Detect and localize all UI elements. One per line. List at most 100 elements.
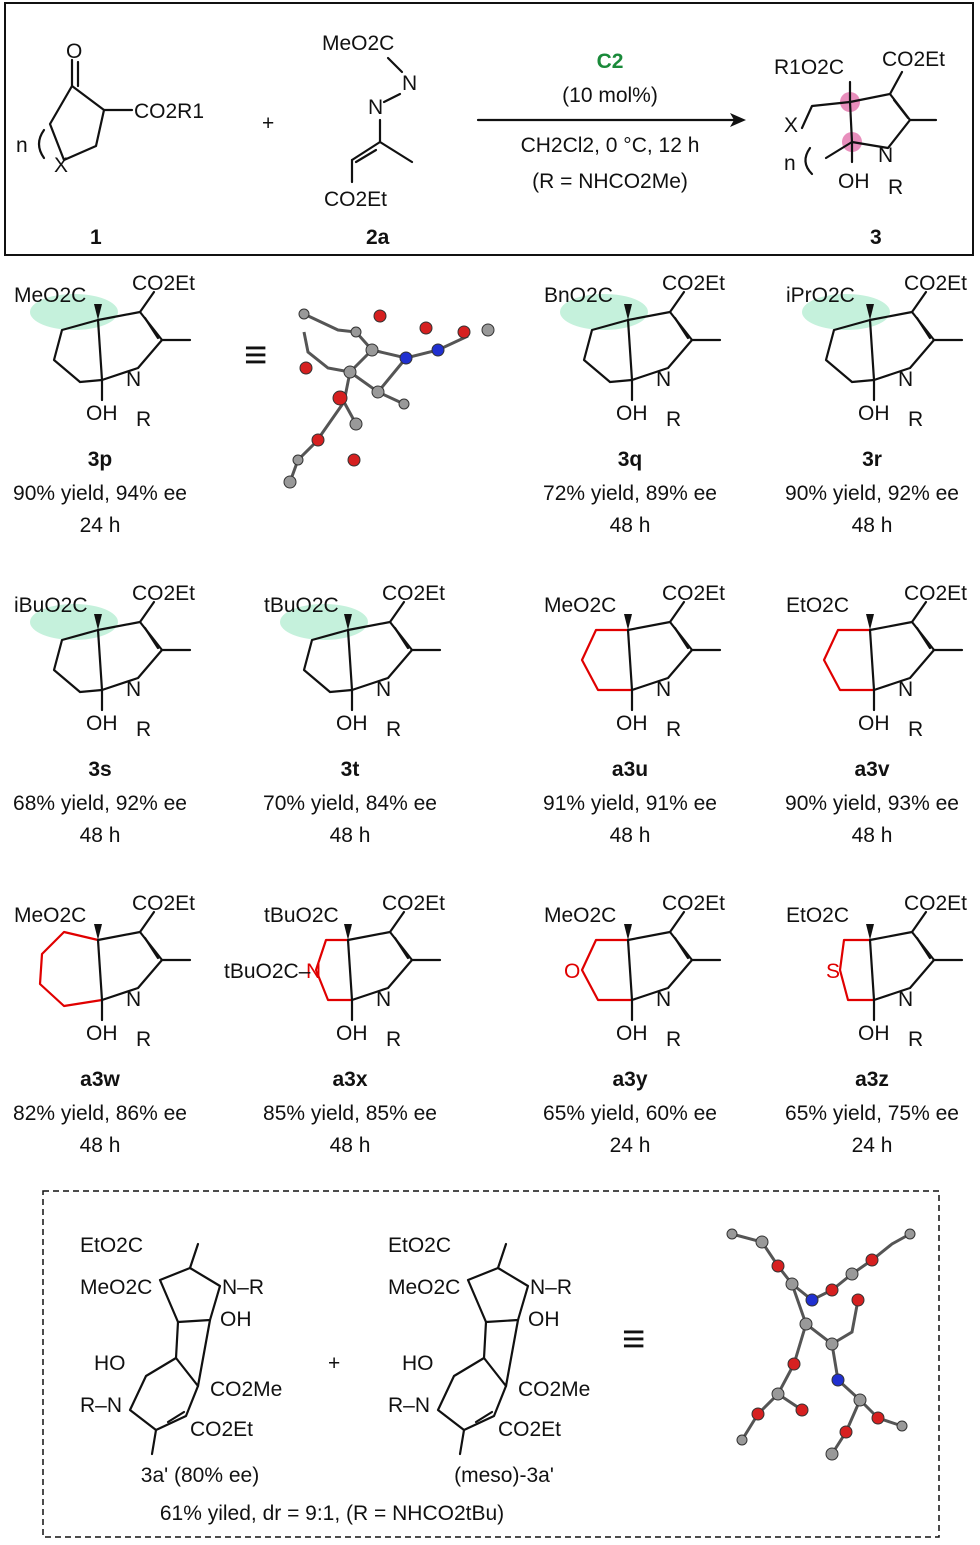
ring-nitrogen: N: [126, 368, 141, 391]
ethyl-ester: CO2Et: [382, 582, 445, 605]
starting-ketone: O n X CO2R1: [16, 40, 204, 177]
ethyl-ester: CO2Et: [382, 892, 445, 915]
ester-group: BnO2C: [544, 284, 613, 307]
reaction-conditions: CH2Cl2, 0 °C, 12 h: [521, 134, 700, 157]
reaction-scheme: O n X CO2R1 1 + MeO2C N N CO2Et 2a C2 (1…: [4, 2, 974, 256]
hydroxyl: OH: [858, 1022, 890, 1045]
yield-ee: 91% yield, 91% ee: [543, 792, 717, 815]
hydroxyl: OH: [86, 712, 118, 735]
ring-nitrogen-n: N: [306, 960, 321, 983]
r-group: R: [666, 718, 681, 741]
equivalence-sign-2: ≡: [622, 1317, 645, 1361]
dimer-co2me: CO2Me: [210, 1378, 282, 1401]
xray-structure-3p: [283, 308, 495, 489]
compound-label: 3t: [341, 758, 360, 781]
hydroxyl: OH: [336, 1022, 368, 1045]
compound-label: 3q: [618, 448, 643, 471]
ester-group: iBuO2C: [14, 594, 88, 617]
dimer-summary: 61% yiled, dr = 9:1, (R = NHCO2tBu): [160, 1502, 504, 1525]
reagent-note: (R = NHCO2Me): [532, 170, 688, 193]
dimer-rn: R–N: [80, 1394, 122, 1417]
reaction-time: 48 h: [330, 824, 371, 847]
equivalence-sign-1: ≡: [244, 333, 267, 377]
ring-nitrogen: N: [126, 678, 141, 701]
r-group: R: [666, 1028, 681, 1051]
hydroxyl: OH: [86, 402, 118, 425]
ester-group: MeO2C: [14, 284, 86, 307]
compound-label: a3x: [332, 1068, 367, 1091]
yield-ee: 90% yield, 93% ee: [785, 792, 959, 815]
ester-group: EtO2C: [786, 904, 849, 927]
dimer-label-meso: (meso)-3a': [454, 1464, 554, 1487]
azo-ester-bottom: CO2Et: [324, 188, 387, 211]
ring-nitrogen: N: [898, 368, 913, 391]
label-2a: 2a: [366, 226, 390, 249]
dimer-nr: N–R: [530, 1276, 572, 1299]
reaction-time: 48 h: [80, 824, 121, 847]
ring-size-n: n: [16, 134, 28, 157]
product-ethyl-ester: CO2Et: [882, 48, 945, 71]
r-group: R: [666, 408, 681, 431]
azo-n2: N: [368, 96, 383, 119]
r-group: R: [908, 1028, 923, 1051]
dimer-meo2c: MeO2C: [80, 1276, 152, 1299]
reaction-time: 24 h: [610, 1134, 651, 1157]
yield-ee: 90% yield, 94% ee: [13, 482, 187, 505]
ester-group: MeO2C: [14, 904, 86, 927]
product-nitrogen: N: [878, 144, 893, 167]
reaction-time: 48 h: [610, 824, 651, 847]
ethyl-ester: CO2Et: [662, 272, 725, 295]
yield-ee: 90% yield, 92% ee: [785, 482, 959, 505]
dimer-co2et: CO2Et: [190, 1418, 253, 1441]
dimer-dashed-frame: [42, 1190, 940, 1538]
compound-label: 3r: [862, 448, 882, 471]
reaction-time: 24 h: [80, 514, 121, 537]
ring-nitrogen: N: [376, 988, 391, 1011]
ester-group: tBuO2C: [264, 904, 339, 927]
product-n-index: n: [784, 152, 796, 175]
r-group: R: [386, 1028, 401, 1051]
dimer-meo2c: MeO2C: [388, 1276, 460, 1299]
r-group: R: [136, 408, 151, 431]
reaction-time: 48 h: [852, 514, 893, 537]
r-group: R: [136, 718, 151, 741]
dimer-plus-sign: +: [328, 1352, 340, 1375]
yield-ee: 65% yield, 60% ee: [543, 1102, 717, 1125]
ring-nitrogen: N: [656, 678, 671, 701]
ring-nitrogen: N: [656, 368, 671, 391]
yield-ee: 70% yield, 84% ee: [263, 792, 437, 815]
hydroxyl: OH: [616, 1022, 648, 1045]
yield-ee: 68% yield, 92% ee: [13, 792, 187, 815]
reaction-time: 48 h: [330, 1134, 371, 1157]
ethyl-ester: CO2Et: [662, 892, 725, 915]
label-3: 3: [870, 226, 882, 249]
compound-label: a3y: [612, 1068, 647, 1091]
product-r1-ester: R1O2C: [774, 56, 844, 79]
ester-group: MeO2C: [544, 904, 616, 927]
ring-nitrogen: N: [898, 988, 913, 1011]
r-group: R: [386, 718, 401, 741]
hydroxyl: OH: [858, 712, 890, 735]
ketone-ester: CO2R1: [134, 100, 204, 123]
dimer-co2et: CO2Et: [498, 1418, 561, 1441]
ester-group: iPrO2C: [786, 284, 855, 307]
n-boc-group: tBuO2C–: [224, 960, 311, 983]
compound-label: a3v: [854, 758, 889, 781]
dimer-label-3a: 3a' (80% ee): [141, 1464, 259, 1487]
dimer-rn: R–N: [388, 1394, 430, 1417]
ester-group: MeO2C: [544, 594, 616, 617]
dimer-nr: N–R: [222, 1276, 264, 1299]
ring-sulfur: S: [826, 960, 840, 983]
reaction-time: 24 h: [852, 1134, 893, 1157]
